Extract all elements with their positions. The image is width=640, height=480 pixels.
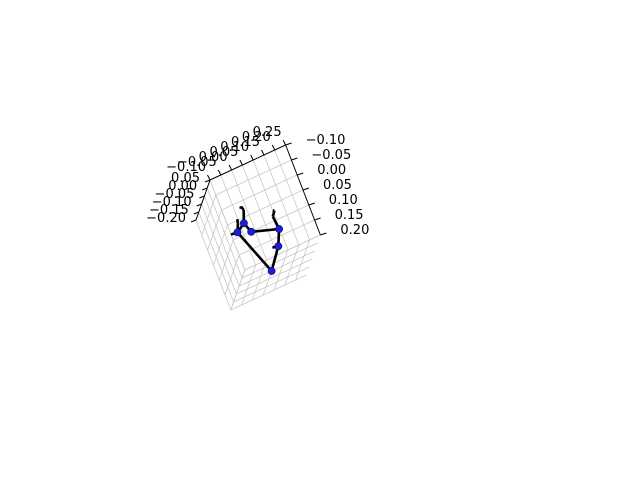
y-tick-label: 0.00 [317,163,346,178]
grid-line-left-y [213,224,228,266]
grid-line-top-y [215,159,292,196]
tick-mark [190,219,197,223]
grid-line-top-y [221,174,298,211]
z-axis-ticks: −0.20−0.15−0.10−0.050.000.05 [146,171,211,226]
skeleton-bone [270,245,280,272]
z-tick-label: −0.15 [149,203,189,218]
skeleton-joint [274,242,283,251]
z-tick-label: −0.20 [146,211,186,226]
x-tick-label: −0.10 [166,160,206,175]
tick-mark [261,149,265,156]
x-tick-label: 0.05 [209,145,238,160]
skeleton-bone [239,206,243,210]
tick-mark [239,159,243,166]
grid-line-front-x [284,244,300,286]
x-axis-ticks: −0.10−0.050.000.050.100.150.200.25 [166,125,287,181]
tick-mark [285,142,292,146]
x-tick-label: 0.10 [220,140,249,155]
x-tick-label: 0.25 [253,125,282,140]
grid-line-front-x [230,269,246,311]
tick-mark [282,139,287,146]
skeleton-bone [236,219,240,224]
tick-mark [314,217,321,221]
z-tick-label: 0.00 [168,179,197,194]
z-axis-line [195,179,211,221]
grid-line-left-y [201,194,217,236]
skeleton-bone [251,227,280,234]
grid-line-front-z [239,250,315,287]
skeleton-bone [272,208,275,213]
x-tick-label: 0.20 [242,130,271,145]
grid-line-front-x [241,264,256,306]
grid-line-front-z [230,274,307,311]
y-tick-label: 0.10 [329,193,358,208]
tick-mark [302,187,310,191]
grid-line-left-z [204,195,240,287]
grid-line-front-z [233,266,310,303]
tick-mark [196,203,202,207]
z-tick-label: 0.05 [171,171,200,186]
skeleton-joints [233,219,283,275]
x-tick-label: 0.15 [231,135,260,150]
grid-line-left-y [207,209,222,251]
skeleton-joint [247,227,256,236]
z-tick-label: −0.05 [155,187,195,202]
grid-line-left-z [195,219,232,311]
x-tick-label: 0.00 [199,150,228,165]
tick-mark [271,144,276,151]
grid-line-front-z [236,258,313,295]
skeleton-bone [271,210,276,217]
tick-mark [217,169,222,176]
grid-line-left-y [218,239,234,281]
grid-line-left-z [201,203,237,295]
grid-line-left-y [224,254,240,296]
grid-line-top-y [227,189,304,226]
y-tick-label: 0.15 [335,208,364,223]
skeleton-joint [233,228,242,237]
grid-line-front-x [295,239,310,281]
y-tick-label: 0.20 [340,223,369,238]
skeleton-joint [275,225,283,233]
y-tick-label: 0.05 [323,178,352,193]
grid-line-front-x [252,259,267,301]
tick-mark [228,164,233,171]
tick-mark [297,172,304,176]
y-tick-label: −0.05 [311,148,351,163]
x-axis-line [209,144,286,181]
skeleton-bone [236,231,273,272]
grid-line-left-z [206,187,243,279]
tick-mark [199,195,205,199]
grid-line-left-z [209,179,246,271]
y-tick-label: −0.10 [306,133,346,148]
tick-mark [250,154,254,161]
z-tick-label: −0.10 [152,195,192,210]
tick-mark [193,211,199,215]
tick-mark [291,157,298,161]
grid-line-top-y [233,204,309,241]
tick-mark [308,202,315,206]
tick-mark [207,174,211,181]
grid-line-front-x [273,249,289,291]
grid-line-front-z [241,242,318,279]
tick-mark [204,179,211,183]
skeleton-joint [267,267,276,275]
grid-line-front-z [244,234,321,271]
grid-line-left-z [198,211,234,303]
tick-mark [320,232,327,236]
tick-mark [202,187,208,191]
y-axis-ticks: −0.10−0.050.000.050.100.150.20 [285,133,369,238]
skeleton-joint [239,219,248,228]
x-tick-label: −0.05 [177,155,217,170]
